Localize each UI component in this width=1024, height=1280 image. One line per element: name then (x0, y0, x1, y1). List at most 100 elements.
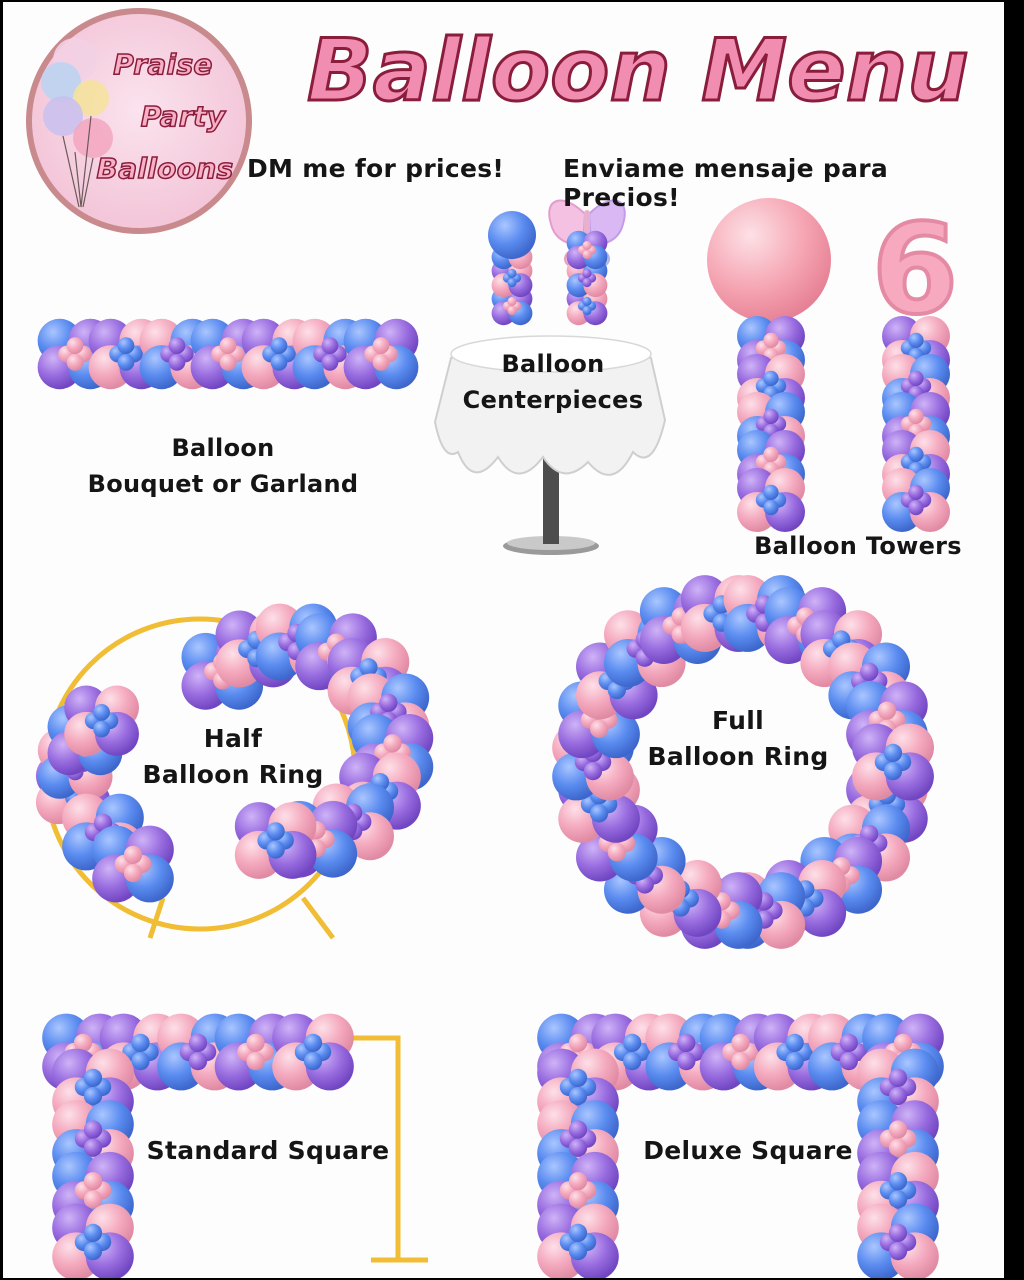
balloon (731, 1033, 750, 1052)
balloon (888, 1068, 908, 1087)
balloon (270, 337, 288, 355)
balloon (303, 1052, 323, 1071)
svg-text:6: 6 (872, 198, 958, 342)
balloon (83, 1120, 103, 1139)
balloon (860, 662, 879, 681)
balloon (383, 734, 402, 753)
balloon (123, 864, 143, 883)
balloon (582, 278, 592, 288)
balloon (507, 268, 517, 278)
balloon (321, 354, 339, 371)
balloon (568, 1190, 588, 1209)
balloon (379, 693, 398, 712)
centerpieces-label-line-1: Balloon (501, 350, 605, 378)
balloon (66, 354, 84, 371)
standard-square-frame (338, 1035, 401, 1260)
garland-label-line-2: Bouquet or Garland (87, 470, 359, 498)
centerpieces-label-line-2: Centerpieces (462, 386, 644, 414)
balloon (66, 337, 84, 355)
balloon (83, 1138, 103, 1157)
balloon (888, 1120, 908, 1139)
balloon (582, 306, 592, 316)
balloon (168, 354, 186, 371)
balloon (785, 1052, 804, 1071)
balloon (568, 1223, 588, 1242)
balloon (568, 1172, 588, 1191)
balloon (677, 1033, 696, 1052)
balloon (83, 1087, 103, 1106)
balloon (893, 1033, 913, 1052)
balloon (372, 337, 390, 355)
logo-line-2: Party (140, 99, 226, 134)
balloon (888, 1087, 908, 1106)
balloon (568, 1138, 588, 1157)
balloon (266, 840, 285, 859)
balloon (93, 720, 110, 738)
balloon (607, 843, 626, 862)
menu-page: 6 Praise Party Balloons Balloon Menu DM … (3, 2, 1004, 1278)
balloon (568, 1087, 588, 1106)
balloon (763, 500, 779, 516)
balloon (763, 484, 779, 500)
balloon-artwork: 6 (26, 8, 960, 1278)
full-ring-label-line-2: Balloon Ring (647, 742, 829, 771)
full-ring-label-line-1: Full (712, 706, 764, 735)
balloon (266, 822, 285, 841)
balloon (188, 1033, 208, 1052)
balloon (731, 1052, 750, 1071)
balloon (763, 332, 779, 348)
logo-line-1: Praise (113, 47, 214, 82)
balloon (888, 1223, 908, 1242)
balloon (623, 1052, 642, 1071)
balloon (582, 240, 592, 250)
number-six-balloon: 6 (870, 196, 960, 344)
balloon (888, 1138, 908, 1157)
balloon (908, 332, 924, 348)
balloon (908, 408, 924, 424)
balloon (763, 408, 779, 424)
balloon (568, 1068, 588, 1087)
balloon (117, 354, 135, 371)
towers-label: Balloon Towers (754, 532, 962, 560)
balloon (908, 484, 924, 500)
balloon (582, 250, 592, 260)
balloon (839, 1052, 858, 1071)
balloon (188, 1052, 208, 1071)
balloon (839, 1033, 858, 1052)
logo-line-3: Balloons (96, 151, 234, 186)
balloon (883, 762, 903, 781)
balloon (582, 296, 592, 306)
balloon (321, 337, 339, 355)
balloon (303, 1033, 323, 1052)
balloon (131, 1033, 150, 1052)
half-ring-label-line-2: Balloon Ring (142, 760, 324, 789)
page-title: Balloon Menu (306, 21, 971, 121)
balloon (568, 1120, 588, 1139)
balloon (568, 1242, 588, 1261)
balloon (908, 446, 924, 462)
balloon (270, 354, 288, 371)
deluxe-square-label: Deluxe Square (643, 1136, 853, 1165)
balloon (117, 337, 135, 355)
balloon (583, 762, 603, 781)
balloon (83, 1172, 103, 1191)
balloon (131, 1052, 150, 1071)
balloon (372, 354, 390, 371)
balloon (168, 337, 186, 355)
standard-square-label: Standard Square (146, 1136, 390, 1165)
balloon (763, 446, 779, 462)
centerpiece-table (433, 335, 667, 555)
balloon (568, 1033, 588, 1052)
balloon (883, 743, 903, 762)
balloon (589, 719, 609, 738)
balloon (888, 1190, 908, 1209)
balloon (246, 1033, 265, 1052)
balloon (908, 370, 924, 386)
balloon (785, 1033, 804, 1052)
balloon (219, 354, 237, 371)
balloon (488, 211, 536, 259)
brand-logo (26, 8, 252, 234)
balloon (507, 306, 517, 316)
balloon (677, 1052, 696, 1071)
balloon (877, 701, 897, 720)
